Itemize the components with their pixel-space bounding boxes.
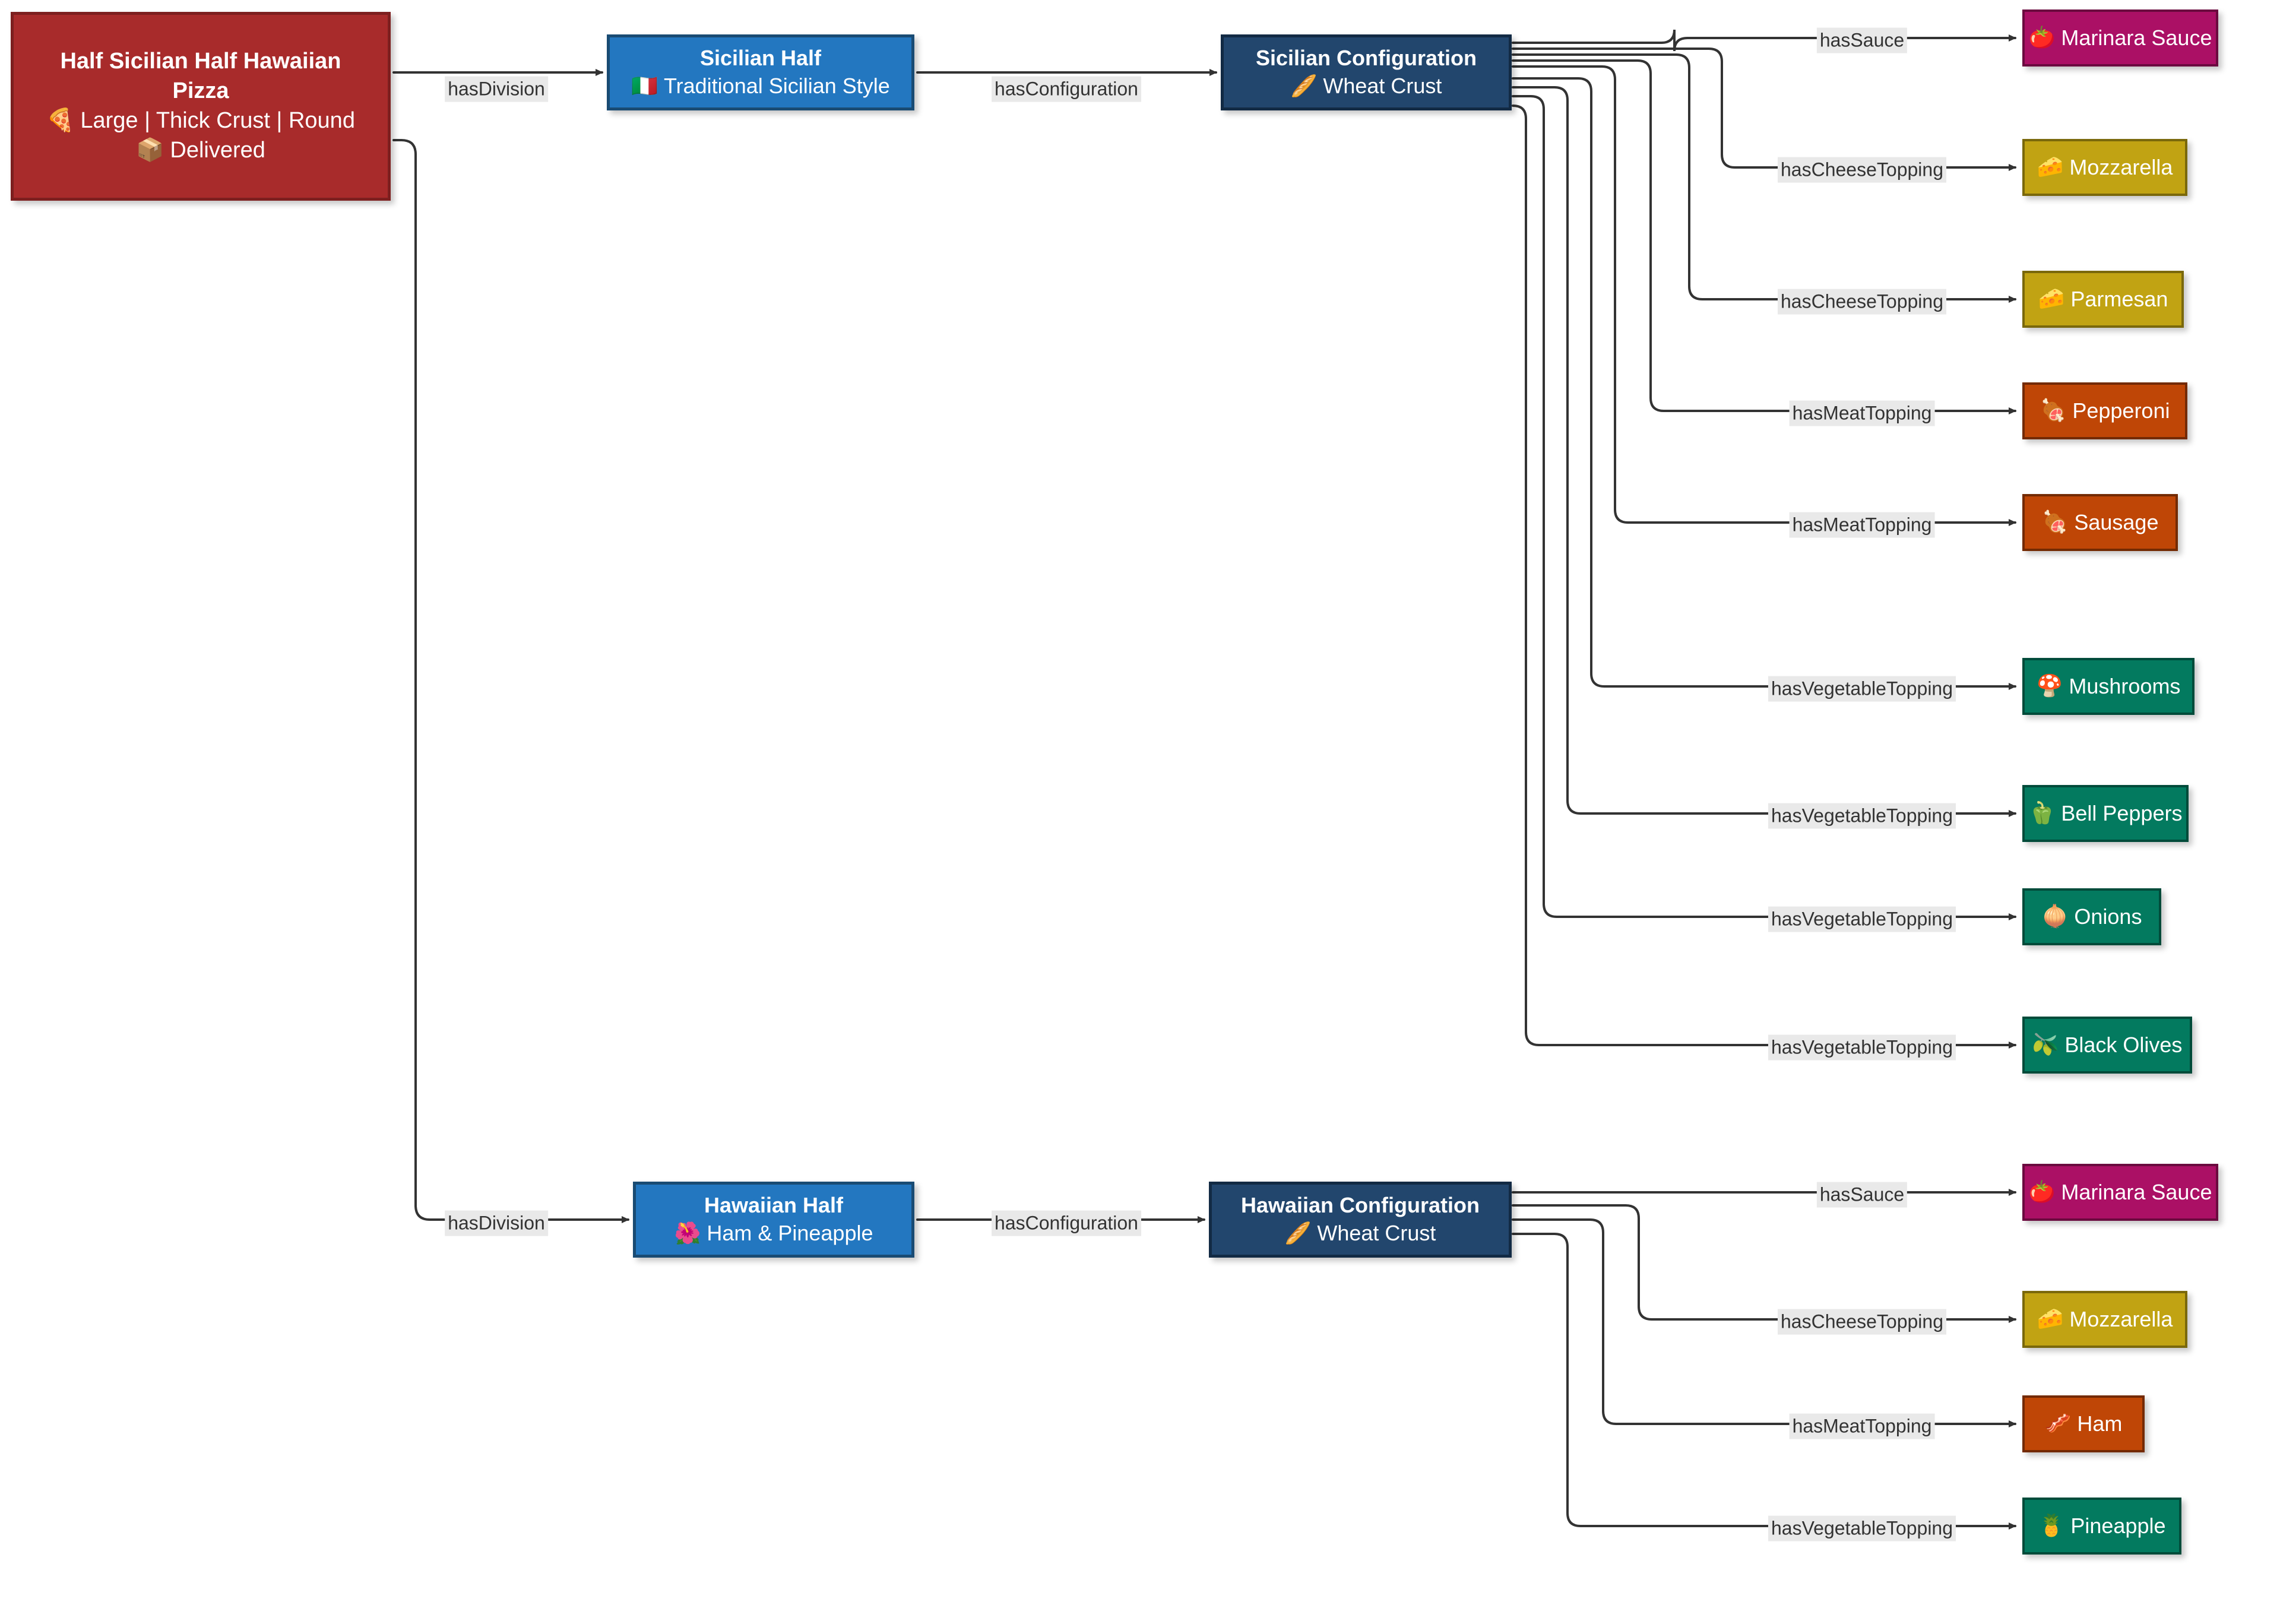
edge-label-hasMeatTopping-sicilian-3: hasMeatTopping <box>1789 400 1935 426</box>
topping-label: Mushrooms <box>2069 673 2181 698</box>
edge-label-hasSauce-sicilian-0: hasSauce <box>1816 27 1908 53</box>
cheese-icon: 🧀 <box>2037 1306 2064 1331</box>
sicilian-config-subtitle: 🥖Wheat Crust <box>1291 72 1442 101</box>
hibiscus-icon: 🌺 <box>674 1221 701 1246</box>
bacon-icon: 🥓 <box>2044 1411 2072 1436</box>
node-topping-parmesan[interactable]: 🧀Parmesan <box>2022 271 2184 328</box>
node-sicilian-configuration[interactable]: Sicilian Configuration 🥖Wheat Crust <box>1221 34 1512 110</box>
edge-label-hasCheeseTopping-hawaiian-1: hasCheeseTopping <box>1778 1309 1946 1335</box>
meat-icon: 🍖 <box>2040 398 2067 423</box>
root-title-line1: Half Sicilian Half Hawaiian <box>60 49 341 74</box>
edge-label-hasDivision-bottom: hasDivision <box>445 1210 548 1236</box>
node-topping-bell-peppers[interactable]: 🫑Bell Peppers <box>2022 785 2189 842</box>
edge-label-hasDivision-top: hasDivision <box>445 76 548 102</box>
root-spec-line: 🍕Large | Thick Crust | Round <box>46 106 355 135</box>
cheese-icon: 🧀 <box>2038 286 2065 311</box>
edge-path <box>1512 105 2016 1049</box>
edge-label-hasConfiguration-bottom: hasConfiguration <box>992 1210 1141 1236</box>
olive-icon: 🫒 <box>2032 1032 2059 1057</box>
hawaiian-config-subtitle: 🥖Wheat Crust <box>1285 1220 1436 1248</box>
edge-label-hasVegetableTopping-hawaiian-3: hasVegetableTopping <box>1768 1515 1956 1541</box>
topping-label: Parmesan <box>2070 286 2168 311</box>
node-topping-mozzarella[interactable]: 🧀Mozzarella <box>2022 139 2187 196</box>
mushroom-icon: 🍄 <box>2036 673 2063 698</box>
tomato-icon: 🍅 <box>2028 1179 2056 1204</box>
node-topping-mozzarella[interactable]: 🧀Mozzarella <box>2022 1291 2187 1348</box>
node-hawaiian-half[interactable]: Hawaiian Half 🌺Ham & Pineapple <box>633 1182 914 1258</box>
edge-label-hasSauce-hawaiian-0: hasSauce <box>1816 1182 1908 1208</box>
topping-label: Mozzarella <box>2069 154 2173 179</box>
node-topping-black-olives[interactable]: 🫒Black Olives <box>2022 1017 2192 1074</box>
edge-label-hasCheeseTopping-sicilian-2: hasCheeseTopping <box>1778 289 1946 315</box>
hawaiian-config-title: Hawaiian Configuration <box>1240 1192 1480 1217</box>
bread-icon: 🥖 <box>1290 74 1318 99</box>
edge-path <box>1512 95 2016 920</box>
italy-flag-icon: 🇮🇹 <box>631 74 658 99</box>
cheese-icon: 🧀 <box>2037 154 2064 179</box>
sicilian-half-sub-text: Traditional Sicilian Style <box>663 73 890 98</box>
sicilian-config-sub-text: Wheat Crust <box>1323 73 1442 98</box>
edge-label-hasVegetableTopping-sicilian-8: hasVegetableTopping <box>1768 1034 1956 1060</box>
tomato-icon: 🍅 <box>2028 25 2056 50</box>
node-topping-onions[interactable]: 🧅Onions <box>2022 888 2161 945</box>
topping-label: Bell Peppers <box>2061 800 2183 825</box>
node-topping-pineapple[interactable]: 🍍Pineapple <box>2022 1498 2181 1555</box>
edge-label-hasVegetableTopping-sicilian-7: hasVegetableTopping <box>1768 906 1956 932</box>
onion-icon: 🧅 <box>2041 904 2069 929</box>
topping-label: Sausage <box>2074 509 2159 534</box>
hawaiian-half-title: Hawaiian Half <box>704 1192 844 1217</box>
topping-label: Pepperoni <box>2072 398 2170 423</box>
hawaiian-half-sub-text: Ham & Pineapple <box>707 1220 873 1245</box>
pizza-slice-icon: 🍕 <box>46 107 75 133</box>
edge-label-hasVegetableTopping-sicilian-5: hasVegetableTopping <box>1768 676 1956 702</box>
topping-label: Black Olives <box>2064 1032 2183 1057</box>
edge-label-hasConfiguration-top: hasConfiguration <box>992 76 1141 102</box>
topping-label: Mozzarella <box>2069 1306 2173 1331</box>
edge-label-hasMeatTopping-sicilian-4: hasMeatTopping <box>1789 512 1935 538</box>
edge-path <box>392 139 629 1223</box>
topping-label: Ham <box>2077 1411 2123 1436</box>
topping-label: Marinara Sauce <box>2061 25 2212 50</box>
node-root-pizza[interactable]: Half Sicilian Half Hawaiian Pizza 🍕Large… <box>11 12 391 201</box>
root-status-text: Delivered <box>170 138 265 163</box>
edge-path <box>1512 1233 2016 1530</box>
sicilian-config-title: Sicilian Configuration <box>1255 45 1477 70</box>
sicilian-half-title: Sicilian Half <box>699 45 822 70</box>
edge-label-hasMeatTopping-hawaiian-2: hasMeatTopping <box>1789 1413 1935 1439</box>
node-topping-mushrooms[interactable]: 🍄Mushrooms <box>2022 658 2194 715</box>
node-topping-marinara-sauce[interactable]: 🍅Marinara Sauce <box>2022 10 2218 67</box>
meat-icon: 🍖 <box>2041 509 2069 534</box>
hawaiian-config-sub-text: Wheat Crust <box>1317 1220 1436 1245</box>
package-icon: 📦 <box>136 137 164 163</box>
node-topping-ham[interactable]: 🥓Ham <box>2022 1395 2145 1452</box>
node-sicilian-half[interactable]: Sicilian Half 🇮🇹Traditional Sicilian Sty… <box>607 34 914 110</box>
sicilian-half-subtitle: 🇮🇹Traditional Sicilian Style <box>631 72 890 101</box>
hawaiian-half-subtitle: 🌺Ham & Pineapple <box>674 1220 873 1248</box>
node-topping-pepperoni[interactable]: 🍖Pepperoni <box>2022 382 2187 439</box>
pineapple-icon: 🍍 <box>2038 1513 2065 1538</box>
root-title-line2: Pizza <box>172 78 229 103</box>
node-topping-marinara-sauce[interactable]: 🍅Marinara Sauce <box>2022 1164 2218 1221</box>
topping-label: Marinara Sauce <box>2061 1179 2212 1204</box>
edge-path <box>1512 48 2016 171</box>
edge-path <box>1512 86 2016 817</box>
node-hawaiian-configuration[interactable]: Hawaiian Configuration 🥖Wheat Crust <box>1209 1182 1512 1258</box>
topping-label: Pineapple <box>2070 1513 2166 1538</box>
bell-pepper-icon: 🫑 <box>2028 800 2056 825</box>
topping-label: Onions <box>2074 904 2142 929</box>
node-topping-sausage[interactable]: 🍖Sausage <box>2022 494 2178 551</box>
bread-icon: 🥖 <box>1284 1221 1312 1246</box>
edge-path <box>1512 59 2016 414</box>
edge-label-hasVegetableTopping-sicilian-6: hasVegetableTopping <box>1768 803 1956 829</box>
root-spec-text: Large | Thick Crust | Round <box>80 108 355 133</box>
edge-path <box>1512 29 2016 52</box>
root-status-line: 📦Delivered <box>136 135 265 165</box>
edge-path <box>1512 1204 2016 1323</box>
edge-label-hasCheeseTopping-sicilian-1: hasCheeseTopping <box>1778 157 1946 183</box>
